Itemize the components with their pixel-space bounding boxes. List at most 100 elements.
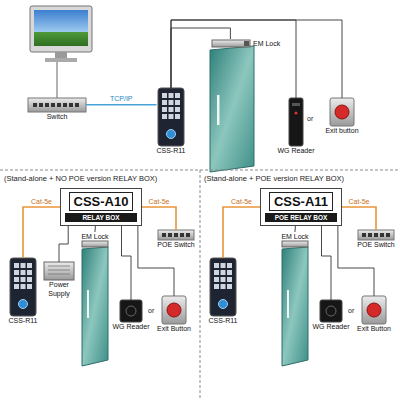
or-label: or — [307, 114, 313, 123]
icon-slot — [82, 241, 108, 247]
device-label: CSS-R11 — [208, 316, 237, 325]
connector-wire — [138, 226, 174, 296]
device-node: EM Lock — [81, 232, 108, 247]
icon-slot — [320, 300, 342, 322]
connector-wire — [322, 226, 332, 300]
power-supply-vents — [48, 266, 70, 274]
device-label: Switch — [47, 112, 68, 121]
icon-slot — [10, 258, 36, 316]
switch-ports — [162, 233, 190, 237]
icon-slot — [282, 241, 308, 247]
reader-window — [292, 103, 300, 106]
monitor-base — [45, 58, 77, 62]
power-supply-symbol — [44, 262, 74, 280]
glass-door — [210, 46, 254, 172]
connector-wire — [223, 207, 260, 258]
reader-led — [295, 112, 298, 115]
exit-button-symbol — [162, 296, 186, 324]
glass-door — [82, 247, 108, 366]
connector-wire — [338, 226, 374, 296]
reader-ring — [126, 306, 136, 316]
section-caption: (Stand-alone + NO POE version RELAY BOX) — [4, 174, 157, 183]
icon-slot — [210, 258, 236, 316]
cable-label: Cat-5e — [347, 197, 370, 206]
wg-reader-symbol — [320, 300, 342, 322]
device-label: Exit Button — [357, 324, 391, 333]
switch-ports — [362, 233, 390, 237]
connector-wire — [142, 207, 176, 230]
connector-wire — [122, 226, 132, 300]
network-wire — [57, 62, 58, 98]
device-node: CSS-R11 — [156, 88, 185, 155]
connector-wire — [342, 207, 376, 230]
device-label: Exit button — [325, 126, 358, 135]
connector-wire — [171, 28, 230, 88]
section-caption: (Stand-alone + POE version RELAY BOX) — [204, 174, 344, 183]
device-label: EM Lock — [281, 232, 308, 241]
connector-wire — [95, 226, 96, 232]
exit-button-symbol — [362, 296, 386, 324]
device-node: POE Switch — [357, 230, 394, 249]
poe-switch-symbol — [358, 230, 394, 240]
glass-door — [282, 247, 308, 366]
poe-switch-symbol — [158, 230, 194, 240]
icon-slot — [158, 230, 194, 240]
device-label: WG Reader — [313, 322, 350, 331]
em-lock-symbol — [82, 241, 108, 247]
em-lock-end — [244, 41, 249, 46]
device-node: Switch — [28, 98, 86, 121]
device-node: EM Lock — [281, 232, 308, 247]
relay-box: CSS-A10RELAY BOX — [60, 188, 142, 226]
icon-slot — [120, 300, 142, 322]
device-node: Power Supply — [41, 262, 77, 298]
connector-wire — [171, 20, 296, 98]
icon-slot — [28, 98, 86, 112]
connector-wire — [59, 226, 68, 262]
monitor-stand — [55, 52, 67, 58]
device-node: Exit button — [325, 98, 358, 135]
em-lock-symbol — [212, 40, 250, 47]
device-node: WG Reader — [113, 300, 150, 331]
icon-slot — [358, 230, 394, 240]
device-label: CSS-R11 — [8, 316, 37, 325]
connector-wire — [171, 20, 342, 98]
icon-slot — [330, 98, 354, 126]
device-node: CSS-R11 — [8, 258, 37, 325]
connector-wire — [23, 207, 60, 258]
door-handle — [87, 290, 89, 318]
screen — [34, 10, 88, 46]
door-handle — [287, 290, 289, 318]
wg-reader-symbol — [120, 300, 142, 322]
box-caption: POE RELAY BOX — [265, 213, 337, 222]
icon-slot — [44, 262, 74, 280]
exit-button-symbol — [330, 98, 354, 126]
icon-slot — [162, 296, 186, 324]
reader-symbol — [158, 88, 184, 146]
connector-wire — [295, 226, 296, 232]
device-node: WG Reader — [278, 98, 315, 155]
icon-slot — [289, 98, 303, 146]
monitor — [30, 6, 92, 52]
device-node: WG Reader — [313, 300, 350, 331]
cable-label: TCP/IP — [109, 94, 134, 103]
connector-wire — [86, 104, 157, 106]
device-node: Exit Button — [357, 296, 391, 333]
device-node: POE Switch — [157, 230, 194, 249]
cable-label: Cat-5e — [147, 197, 170, 206]
box-caption: RELAY BOX — [65, 213, 137, 222]
icon-slot — [362, 296, 386, 324]
model-name: CSS-A11 — [269, 192, 333, 211]
device-node: EM Lock — [212, 39, 280, 48]
device-node: CSS-R11 — [208, 258, 237, 325]
icon-slot — [158, 88, 184, 146]
device-label: EM Lock — [253, 39, 280, 48]
device-label: Power Supply — [41, 280, 77, 298]
model-name: CSS-A10 — [69, 192, 134, 211]
em-lock-symbol — [282, 241, 308, 247]
cable-label: Cat-5e — [230, 197, 253, 206]
icon-slot — [212, 40, 250, 48]
reader-symbol — [210, 258, 236, 316]
cable-label: Cat-5e — [30, 197, 53, 206]
device-label: POE Switch — [357, 240, 394, 249]
reader-ring — [326, 306, 336, 316]
